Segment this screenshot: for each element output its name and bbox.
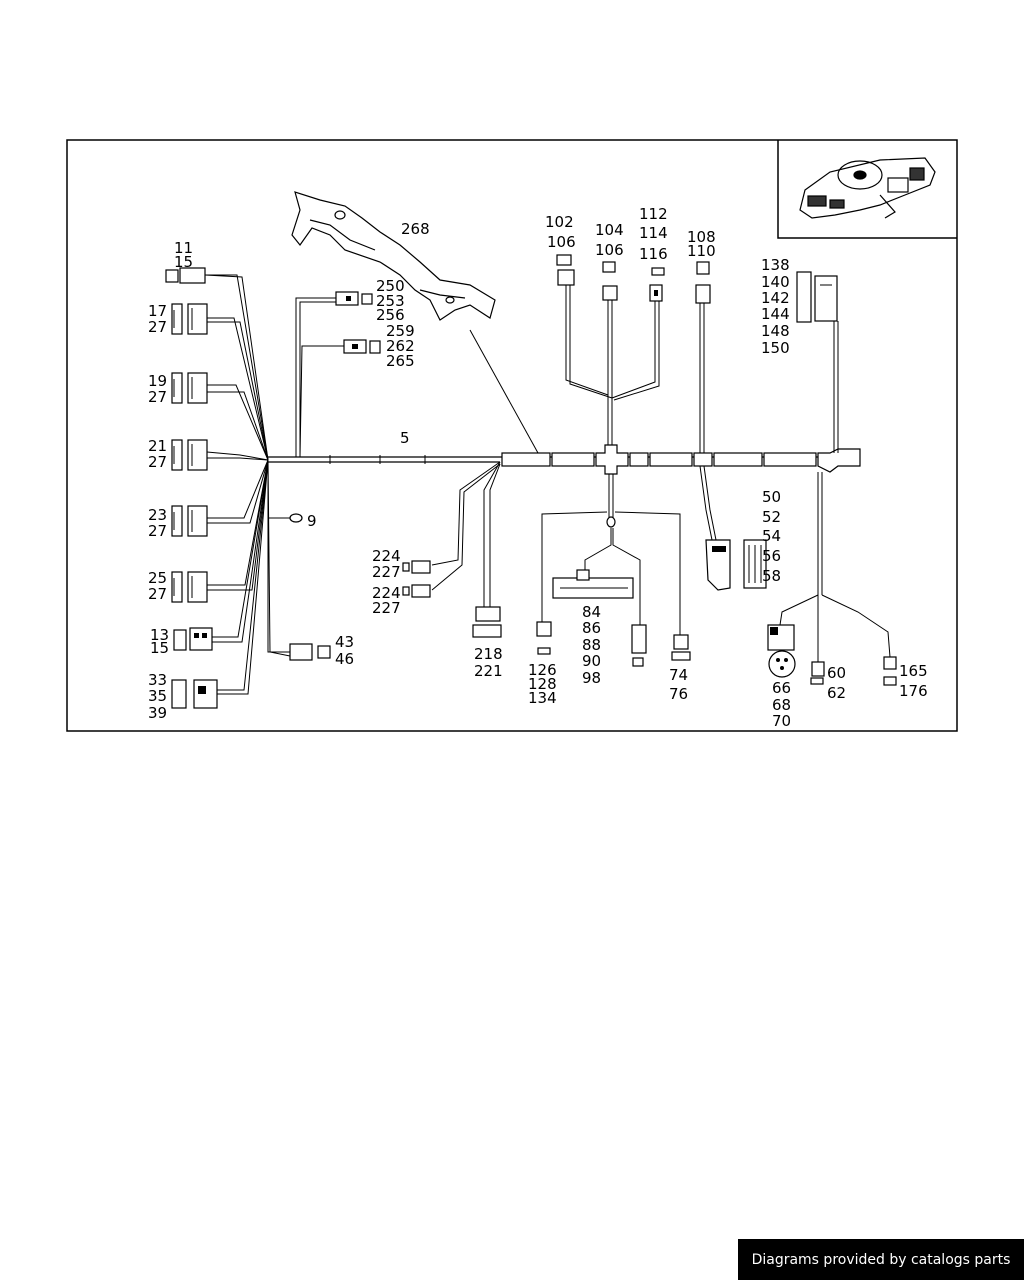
- label-50: 50: [762, 488, 781, 506]
- label-106: 106: [547, 233, 576, 251]
- label-9: 9: [307, 512, 317, 530]
- label-84: 84: [582, 603, 601, 621]
- footer-credit: Diagrams provided by catalogs parts: [738, 1239, 1024, 1280]
- label-256: 256: [376, 306, 405, 324]
- label-58: 58: [762, 567, 781, 585]
- label-68: 68: [772, 696, 791, 714]
- label-39: 39: [148, 704, 167, 722]
- left-wire-fan: [204, 274, 291, 695]
- part-labels: 5 9 11 15 17 27 19 27 21 27 23 27 25 27 …: [148, 205, 928, 730]
- label-138: 138: [761, 256, 790, 274]
- label-27: 27: [148, 318, 167, 336]
- label-116: 116: [639, 245, 668, 263]
- label-227: 227: [372, 599, 401, 617]
- label-253: 253: [376, 292, 405, 310]
- bracket-268: [291, 191, 496, 321]
- label-60: 60: [827, 664, 846, 682]
- connector-25-27: [171, 571, 208, 603]
- label-102: 102: [545, 213, 574, 231]
- dashboard-inset: [777, 140, 957, 239]
- label-259: 259: [386, 322, 415, 340]
- connector-17-27: [171, 303, 208, 335]
- diagram-frame: [66, 139, 958, 732]
- label-262: 262: [386, 337, 415, 355]
- label-86: 86: [582, 619, 601, 637]
- label-17: 17: [148, 302, 167, 320]
- label-54: 54: [762, 527, 781, 545]
- label-43: 43: [335, 633, 354, 651]
- label-114: 114: [639, 224, 668, 242]
- label-112: 112: [639, 205, 668, 223]
- label-56: 56: [762, 547, 781, 565]
- label-142: 142: [761, 289, 790, 307]
- branch-60-66-165: [767, 472, 897, 686]
- module-50-58: [699, 465, 767, 591]
- label-66: 66: [772, 679, 791, 697]
- label-27: 27: [148, 453, 167, 471]
- leader-268: [469, 329, 539, 454]
- label-224: 224: [372, 547, 401, 565]
- label-19: 19: [148, 372, 167, 390]
- label-150: 150: [761, 339, 790, 357]
- connector-43-46: [289, 643, 331, 661]
- label-250: 250: [376, 277, 405, 295]
- connector-13-15: [173, 627, 213, 651]
- connector-33-35-39: [171, 679, 218, 709]
- label-221: 221: [474, 662, 503, 680]
- branch-224-218: [402, 461, 502, 638]
- label-265: 265: [386, 352, 415, 370]
- main-harness: [268, 444, 861, 475]
- label-227: 227: [372, 563, 401, 581]
- label-13: 13: [150, 626, 169, 644]
- label-76: 76: [669, 685, 688, 703]
- label-27: 27: [148, 388, 167, 406]
- top-branch-harness: [556, 254, 711, 453]
- label-88: 88: [582, 636, 601, 654]
- label-74: 74: [669, 666, 688, 684]
- label-5: 5: [400, 429, 410, 447]
- label-25: 25: [148, 569, 167, 587]
- label-176: 176: [899, 682, 928, 700]
- label-268: 268: [401, 220, 430, 238]
- label-33: 33: [148, 671, 167, 689]
- label-90: 90: [582, 652, 601, 670]
- branch-84-98: [536, 474, 691, 667]
- label-35: 35: [148, 687, 167, 705]
- label-52: 52: [762, 508, 781, 526]
- connector-23-27: [171, 505, 208, 537]
- label-218: 218: [474, 645, 503, 663]
- branch-250-259: [295, 291, 381, 458]
- label-70: 70: [772, 712, 791, 730]
- label-46: 46: [335, 650, 354, 668]
- label-27: 27: [148, 522, 167, 540]
- label-108: 108: [687, 228, 716, 246]
- label-23: 23: [148, 506, 167, 524]
- label-98: 98: [582, 669, 601, 687]
- ground-terminal-9: [289, 513, 303, 523]
- label-106: 106: [595, 241, 624, 259]
- connector-19-27: [171, 372, 208, 404]
- label-134: 134: [528, 689, 557, 707]
- label-126: 126: [528, 661, 557, 679]
- label-140: 140: [761, 273, 790, 291]
- label-224: 224: [372, 584, 401, 602]
- label-11: 11: [174, 239, 193, 257]
- label-144: 144: [761, 305, 790, 323]
- label-148: 148: [761, 322, 790, 340]
- label-27: 27: [148, 585, 167, 603]
- label-165: 165: [899, 662, 928, 680]
- label-15: 15: [174, 253, 193, 271]
- label-128: 128: [528, 675, 557, 693]
- label-104: 104: [595, 221, 624, 239]
- label-110: 110: [687, 242, 716, 260]
- instrument-138-150: [796, 271, 839, 453]
- connector-21-27: [171, 439, 208, 471]
- dashboard-thumbnail: [799, 157, 936, 219]
- connector-11-15: [165, 267, 206, 284]
- label-21: 21: [148, 437, 167, 455]
- label-15: 15: [150, 639, 169, 657]
- label-62: 62: [827, 684, 846, 702]
